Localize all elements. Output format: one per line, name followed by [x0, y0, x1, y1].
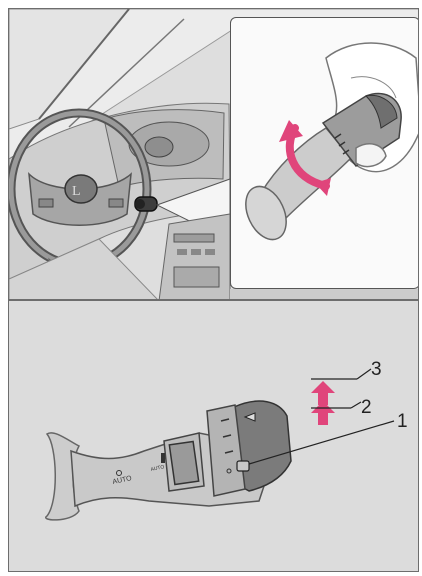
callout-1: 1 [397, 411, 408, 432]
lever-positions-panel: AUTO AUTO 3 2 [8, 300, 419, 572]
rotation-arrow-head-up [279, 120, 303, 142]
hand-on-lever-illustration [231, 18, 419, 289]
svg-text:L: L [72, 184, 81, 199]
washer-button [237, 461, 249, 471]
lever-detail-inset [230, 17, 419, 289]
callout-3: 3 [371, 359, 382, 380]
push-arrow-3 [311, 381, 335, 405]
wiper-lever-illustration: AUTO AUTO 3 2 [9, 301, 419, 572]
cockpit-illustration-panel: L [8, 8, 419, 300]
callout-2: 2 [361, 397, 372, 418]
